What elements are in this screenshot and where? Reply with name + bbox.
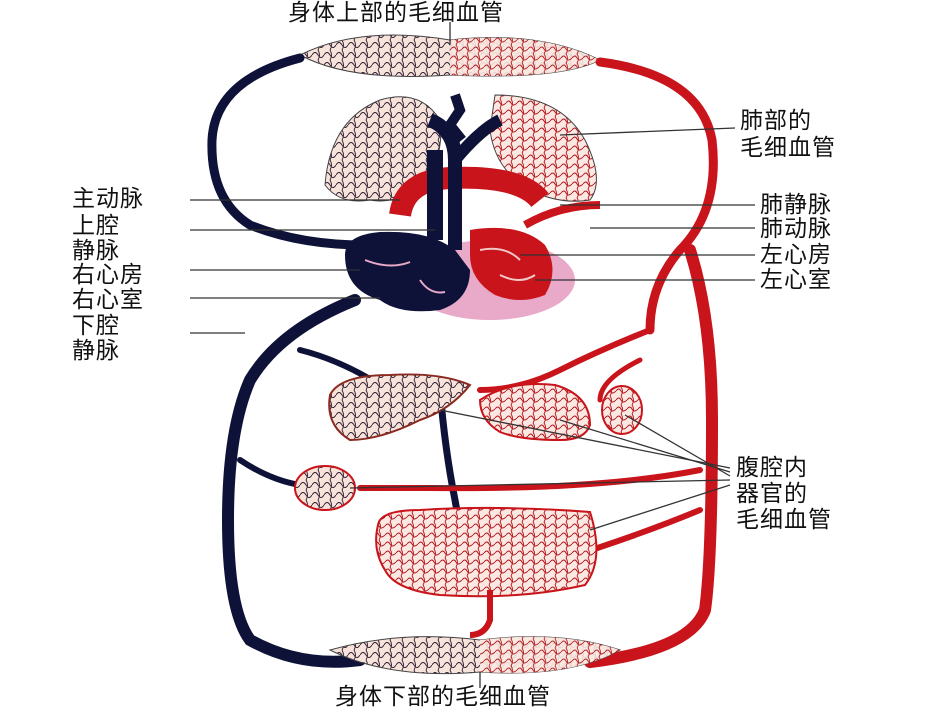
- lungs: [324, 93, 597, 202]
- label-abdominal-capillaries-line1: 腹腔内: [736, 455, 808, 481]
- label-pulmonary-vein: 肺静脉: [760, 192, 832, 218]
- label-lower-body-capillaries: 身体下部的毛细血管: [335, 684, 551, 710]
- spleen: [601, 385, 643, 435]
- label-aorta: 主动脉: [72, 186, 144, 212]
- aortic-arch: [389, 166, 549, 218]
- left-atrium-ventricle: [470, 227, 553, 300]
- label-left-atrium: 左心房: [760, 242, 832, 268]
- heart: [345, 113, 601, 320]
- label-superior-vena-cava-line1: 上腔: [72, 213, 120, 239]
- label-inferior-vena-cava-line1: 下腔: [72, 313, 120, 339]
- intestine: [375, 506, 598, 598]
- lower-body-capillary-bed: [328, 636, 622, 675]
- label-right-atrium: 右心房: [72, 262, 144, 288]
- label-abdominal-capillaries-line2: 器官的: [736, 481, 808, 507]
- stomach: [478, 383, 592, 442]
- upper-body-capillary-bed: [298, 34, 602, 77]
- label-superior-vena-cava-line2: 静脉: [72, 238, 120, 264]
- label-pulmonary-artery: 肺动脉: [760, 216, 832, 242]
- label-lung-capillaries-line2: 毛细血管: [740, 135, 836, 161]
- label-inferior-vena-cava-line2: 静脉: [72, 338, 120, 364]
- label-right-ventricle: 右心室: [72, 287, 144, 313]
- label-abdominal-capillaries-line3: 毛细血管: [736, 507, 832, 533]
- kidney: [294, 465, 356, 511]
- leader-lines: [190, 22, 755, 688]
- label-left-ventricle: 左心室: [760, 267, 832, 293]
- label-lung-capillaries-line1: 肺部的: [740, 108, 812, 134]
- liver: [328, 373, 472, 442]
- label-upper-body-capillaries: 身体上部的毛细血管: [288, 0, 504, 26]
- abdominal-organs: [294, 373, 643, 638]
- right-atrium-ventricle: [345, 231, 470, 312]
- systemic-arteries: [357, 57, 719, 668]
